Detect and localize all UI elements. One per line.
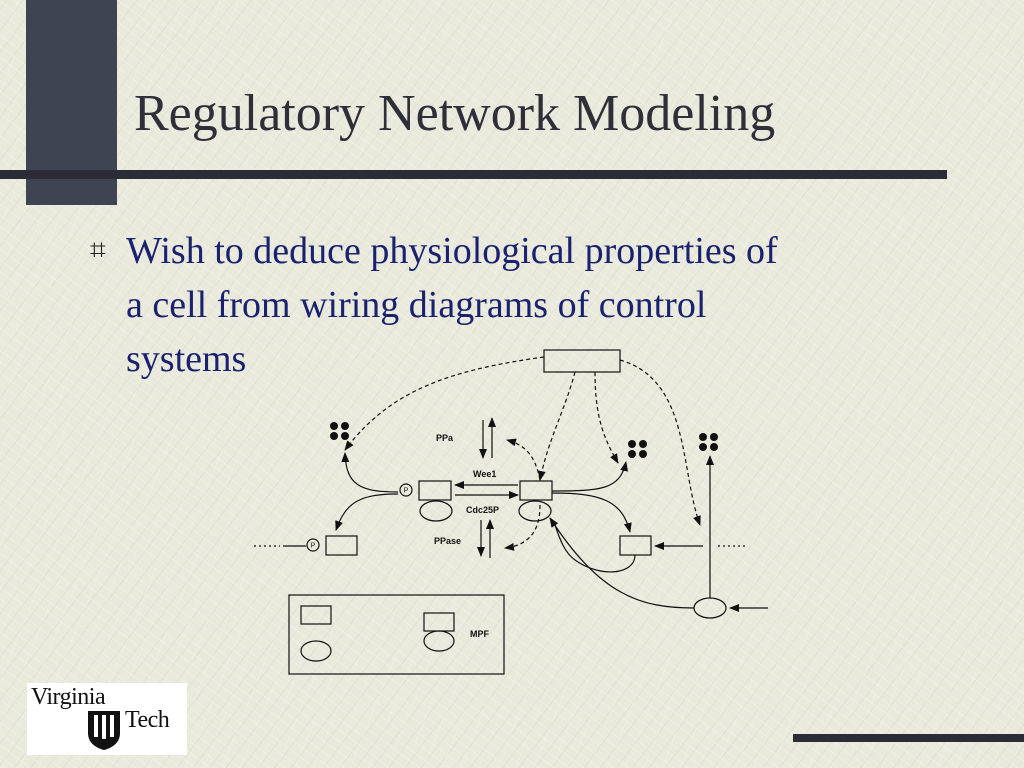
degradation-symbol-middle: [628, 440, 647, 458]
logo-text-tech: Tech: [125, 707, 170, 733]
label-cdc25p: Cdc25P: [466, 505, 499, 515]
mpf-active-box: [519, 480, 553, 501]
phospho-marker-left: [306, 538, 320, 552]
top-species-box: [543, 349, 621, 373]
phospho-label-left: P: [311, 543, 316, 550]
slide-title: Regulatory Network Modeling: [134, 85, 776, 142]
dashed-loop-ppase: [504, 504, 541, 551]
mpf-legend-right-ellipse: [423, 630, 455, 652]
branch-up-right: [551, 461, 629, 492]
left-phospho-box: [325, 535, 358, 556]
bullet-line-2: a cell from wiring diagrams of control: [126, 284, 707, 326]
dashed-arrow-left: [344, 356, 545, 451]
label-ppase: PPase: [434, 536, 461, 546]
logo-text-virginia: Virginia: [31, 684, 106, 710]
dashed-arrow-mid: [594, 371, 619, 464]
branch-down-right: [551, 492, 632, 533]
shield-icon: [88, 711, 120, 750]
degradation-symbol-right: [699, 433, 718, 451]
mpf-phospho-ellipse: [419, 500, 453, 522]
bullet-line-1: Wish to deduce physiological properties …: [126, 230, 778, 272]
label-mpf: MPF: [470, 629, 490, 639]
right-box-curve: [554, 524, 636, 573]
bullet-icon: ⌗: [90, 233, 106, 266]
branch-down-left: [335, 493, 399, 531]
label-wee1: Wee1: [473, 469, 496, 479]
dashed-arrow-center: [537, 371, 576, 481]
phospho-marker-center: [399, 483, 413, 497]
virginia-tech-logo: Virginia Tech: [27, 683, 187, 755]
feedback-arrow: [549, 517, 695, 609]
dashed-loop-ppa: [506, 438, 541, 481]
right-species-box: [619, 535, 652, 556]
bullet-line-3: systems: [126, 338, 247, 380]
mpf-legend-box: [288, 594, 505, 675]
mpf-legend-left-ellipse: [300, 640, 332, 662]
label-ppa: PPa: [436, 433, 454, 443]
branch-up-left: [341, 452, 399, 493]
mpf-phospho-box: [418, 480, 452, 501]
phospho-label-center: P: [404, 488, 409, 495]
lower-right-ellipse: [693, 597, 727, 619]
bullet-text: Wish to deduce physiological properties …: [126, 224, 926, 386]
mpf-active-ellipse: [518, 500, 552, 522]
mpf-legend-right-box: [423, 612, 455, 632]
footer-rule: [793, 734, 1024, 742]
dashed-arrow-right: [619, 359, 701, 526]
degradation-symbol-left: [330, 422, 349, 440]
title-rule: [0, 170, 947, 179]
mpf-legend-left-box: [300, 605, 332, 625]
